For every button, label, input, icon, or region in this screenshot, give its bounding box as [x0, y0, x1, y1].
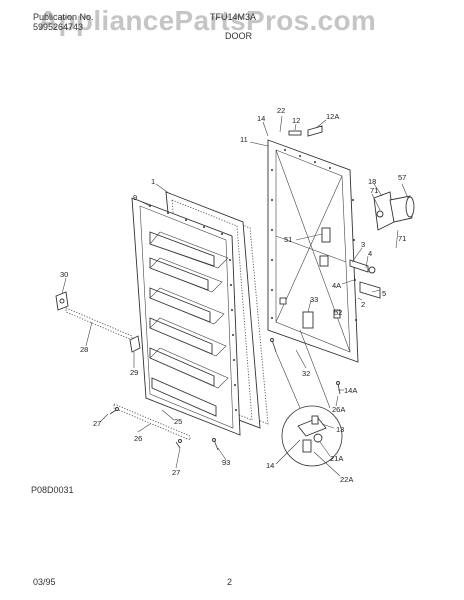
callout-27-bottom: 27 — [172, 468, 180, 477]
callout-30: 30 — [60, 270, 68, 279]
publication-label: Publication No. — [33, 12, 94, 22]
callout-27-left: 27 — [93, 419, 101, 428]
callout-14-bottom: 14 — [266, 461, 274, 470]
callout-57: 57 — [398, 173, 406, 182]
footer-page: 2 — [227, 577, 233, 587]
callout-4: 4 — [368, 249, 372, 258]
callout-4a: 4A — [332, 281, 341, 290]
model-number: TFU14M3A — [210, 12, 257, 22]
callout-12a: 12A — [326, 112, 339, 121]
callout-51: 51 — [284, 235, 292, 244]
part-29 — [129, 335, 141, 353]
callout-71-upper: 71 — [370, 186, 378, 195]
latch-parts — [349, 259, 381, 299]
screws — [109, 338, 341, 451]
callout-11: 11 — [240, 135, 248, 144]
footer-date: 03/95 — [33, 577, 56, 587]
callout-12: 12 — [292, 116, 300, 125]
callout-26a: 26A — [332, 405, 345, 414]
section-title: DOOR — [225, 31, 252, 41]
callout-29: 29 — [130, 368, 138, 377]
part-12 — [288, 130, 302, 136]
callout-9: 9 — [133, 193, 137, 202]
part-12a — [307, 125, 323, 137]
callout-3: 3 — [361, 240, 365, 249]
callout-22: 22 — [277, 106, 285, 115]
callout-52: 52 — [334, 308, 342, 317]
detail-circle — [275, 329, 343, 467]
callout-22a: 22A — [340, 475, 353, 484]
door-shelves — [149, 231, 229, 417]
door-liner — [131, 197, 241, 436]
hinge-assembly — [373, 191, 415, 231]
callout-21a: 21A — [330, 454, 343, 463]
callout-13: 13 — [336, 425, 344, 434]
callout-5: 5 — [382, 289, 386, 298]
publication-number: 5995264743 — [33, 22, 84, 32]
callout-25: 25 — [174, 417, 182, 426]
diagram-code: P08D0031 — [31, 485, 74, 495]
breaker-strip-26 — [113, 403, 191, 441]
callout-26: 26 — [134, 434, 142, 443]
callout-28: 28 — [80, 345, 88, 354]
outer-door-frame — [267, 139, 359, 363]
callout-18: 18 — [368, 177, 376, 186]
callout-14a: 14A — [344, 386, 357, 395]
callout-labels: 1 9 11 14 22 12 12A 18 57 71 71 51 3 4 4… — [60, 106, 406, 484]
watermark: AppliancePartsPros.com — [38, 5, 377, 36]
callout-33: 33 — [310, 295, 318, 304]
leader-lines — [61, 115, 409, 477]
callout-71-lower: 71 — [398, 234, 406, 243]
callout-1: 1 — [151, 177, 155, 186]
left-hinge-bracket — [55, 291, 69, 311]
callout-2: 2 — [361, 300, 365, 309]
breaker-strip-28 — [65, 307, 133, 341]
callout-32: 32 — [302, 369, 310, 378]
callout-14-top: 14 — [257, 114, 265, 123]
callout-93: 93 — [222, 458, 230, 467]
